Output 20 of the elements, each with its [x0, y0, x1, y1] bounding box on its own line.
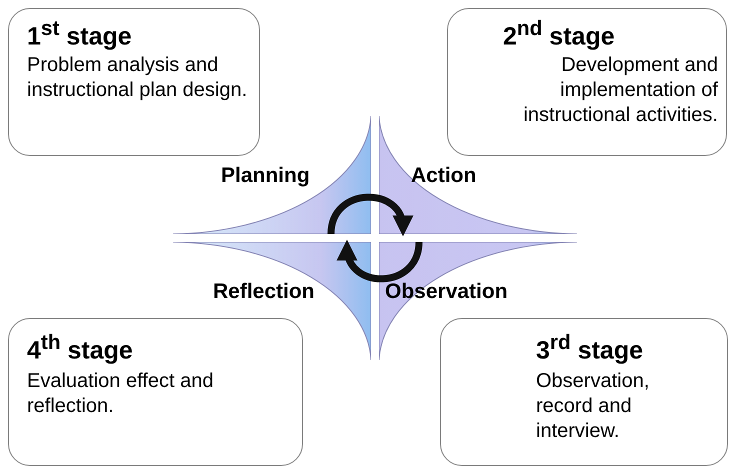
quadrant-segment — [173, 242, 371, 360]
stage-heading: 3$^{rd}$ stage — [536, 331, 644, 366]
stage-heading: 2$^{nd}$ stage — [503, 17, 615, 52]
stage-description: Evaluation effect and reflection. — [27, 369, 214, 419]
stage-card — [440, 318, 728, 466]
stage-description: Development and implementation of instructional activities. — [522, 53, 718, 128]
segment-label: Reflection — [213, 280, 315, 304]
segment-label: Observation — [385, 280, 508, 304]
curved-arrow — [328, 194, 412, 236]
stage-description: Problem analysis and instructional plan design. — [27, 53, 248, 103]
stage-card — [447, 8, 727, 156]
quadrant-segment — [173, 116, 371, 234]
segment-label: Planning — [221, 164, 310, 188]
stage-card — [8, 8, 260, 156]
segment-label: Action — [411, 164, 476, 188]
stage-heading: 4$^{th}$ stage — [27, 331, 133, 366]
curved-arrow — [338, 240, 422, 282]
stage-heading: 1$^{st}$ stage — [27, 17, 132, 52]
stage-description: Observation, record and interview. — [536, 369, 650, 444]
stage-card — [8, 318, 303, 466]
